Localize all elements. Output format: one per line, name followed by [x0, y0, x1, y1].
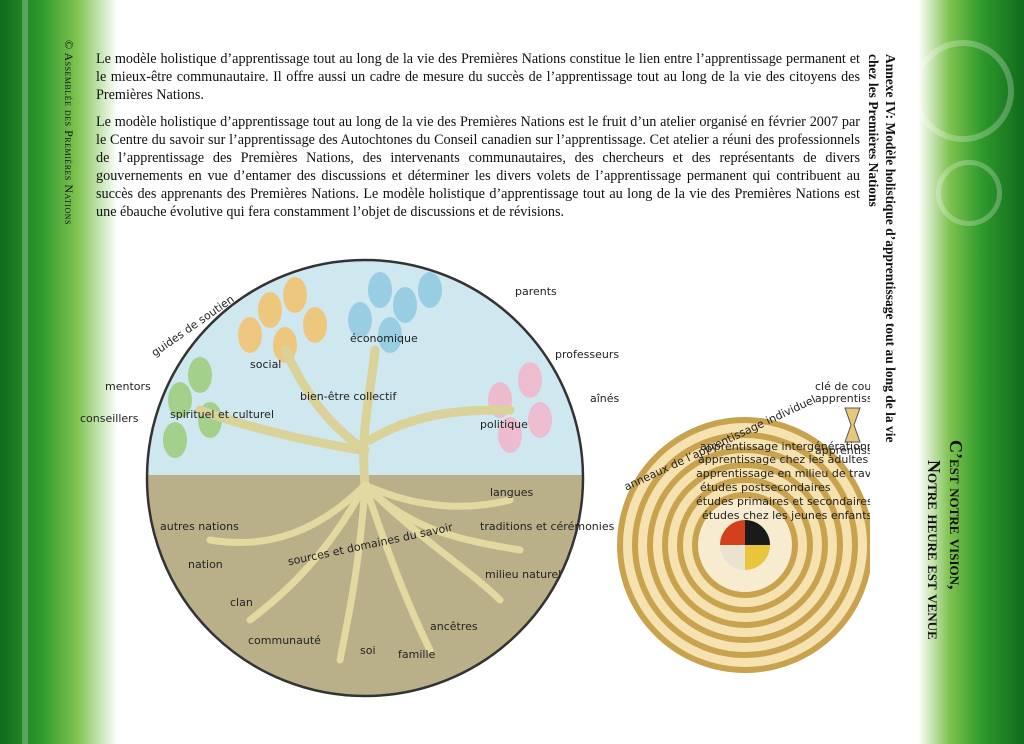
- ring-label-3: études postsecondaires: [700, 481, 831, 494]
- label-collective-wellbeing: bien-être collectif: [300, 390, 397, 403]
- intro-paragraph-1: Le modèle holistique d’apprentissage tou…: [96, 50, 860, 104]
- label-clan: clan: [230, 596, 253, 609]
- label-conseillers: conseillers: [80, 412, 139, 425]
- label-milieu: milieu naturel: [485, 568, 561, 581]
- label-spirituel: spirituel et culturel: [170, 408, 274, 421]
- main-title: C’est notre vision, Notre heure est venu…: [920, 440, 970, 740]
- label-nation: nation: [188, 558, 223, 571]
- label-famille: famille: [398, 648, 435, 661]
- lifelong-learning-diagram: social économique spirituel et culturel …: [70, 250, 870, 730]
- label-autres-nations: autres nations: [160, 520, 239, 533]
- intro-text: Le modèle holistique d’apprentissage tou…: [96, 50, 860, 230]
- label-communaute: communauté: [248, 634, 321, 647]
- vine-decoration: [22, 0, 28, 744]
- annex-title: Annexe IV: Modèle holistique d’apprentis…: [868, 54, 898, 634]
- spiral-ornament-icon: [912, 40, 1014, 142]
- label-social: social: [250, 358, 281, 371]
- legend-unstructured: apprentissage non structuré: [815, 392, 870, 405]
- label-ancetres: ancêtres: [430, 620, 478, 633]
- ring-label-5: études chez les jeunes enfants: [702, 509, 870, 522]
- legend-hourglass-icon: [845, 408, 860, 442]
- legend-structured: apprentissage structuré: [815, 444, 870, 457]
- label-soi: soi: [360, 644, 376, 657]
- circle-ornament-icon: [936, 160, 1002, 226]
- label-professeurs: professeurs: [555, 348, 619, 361]
- label-langues: langues: [490, 486, 533, 499]
- label-traditions: traditions et cérémonies: [480, 520, 615, 533]
- intro-paragraph-2: Le modèle holistique d’apprentissage tou…: [96, 113, 860, 221]
- label-politique: politique: [480, 418, 528, 431]
- label-aines: aînés: [590, 392, 620, 405]
- ring-label-2: apprentissage en milieu de travail: [696, 467, 870, 480]
- label-mentors: mentors: [105, 380, 151, 393]
- ring-label-4: études primaires et secondaires: [696, 495, 870, 508]
- label-parents: parents: [515, 285, 557, 298]
- label-economique: économique: [350, 332, 418, 345]
